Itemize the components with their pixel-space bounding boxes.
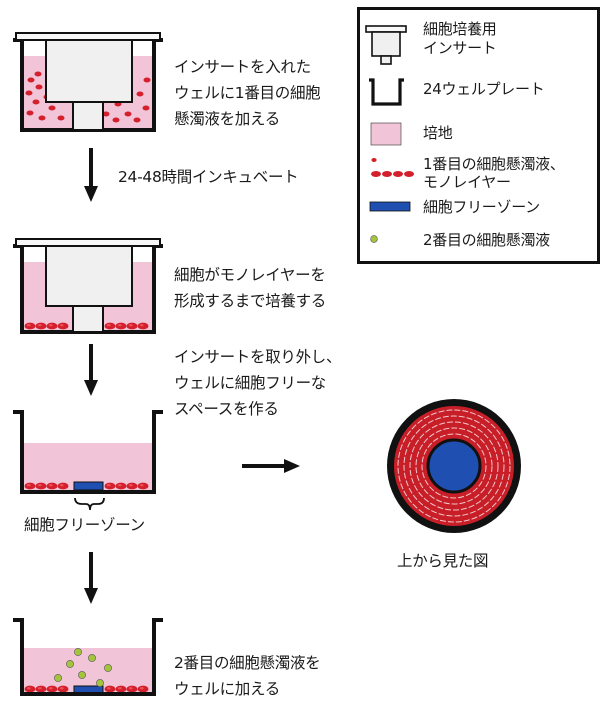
free-zone-label: 細胞フリーゾーン xyxy=(24,516,145,534)
legend-box xyxy=(357,7,600,264)
legend-free-zone-icon xyxy=(369,201,411,212)
legend-plate-label: 24ウェルプレート xyxy=(423,80,545,98)
legend-cells1-line1: 1番目の細胞懸濁液、 xyxy=(423,155,565,173)
legend-insert-icon xyxy=(365,25,407,65)
legend-cells2-icon xyxy=(370,235,378,243)
insert-body xyxy=(45,245,133,307)
incubate-label: 24-48時間インキュベート xyxy=(118,168,299,186)
step1-line2: ウェルに1番目の細胞 xyxy=(174,84,321,102)
arrow-down-3 xyxy=(84,552,98,604)
step4-line2: ウェルに加える xyxy=(174,680,280,698)
top-view-label: 上から見た図 xyxy=(397,552,489,570)
cell-free-zone xyxy=(73,481,104,491)
legend-insert-line1: 細胞培養用 xyxy=(423,20,497,38)
arrow-right xyxy=(242,459,300,473)
legend-free-zone-label: 細胞フリーゾーン xyxy=(423,198,540,216)
legend-insert-line2: インサート xyxy=(423,39,497,57)
well-wall xyxy=(13,618,163,696)
step4-line1: 2番目の細胞懸濁液を xyxy=(174,654,321,672)
top-view-cell-rings xyxy=(397,409,511,523)
insert-body xyxy=(45,39,133,103)
step3-line1: インサートを取り外し、 xyxy=(174,348,342,366)
free-zone-bracket xyxy=(74,497,105,511)
step2-line1: 細胞がモノレイヤーを xyxy=(174,266,326,284)
legend-icons xyxy=(365,25,414,243)
legend-cells1-icon xyxy=(371,158,414,177)
step1-line1: インサートを入れた xyxy=(174,58,311,76)
top-view-well xyxy=(387,399,521,533)
legend-cells2-label: 2番目の細胞懸濁液 xyxy=(423,231,550,249)
well-step4 xyxy=(13,618,163,696)
insert-rim xyxy=(15,32,161,41)
legend-plate-icon xyxy=(369,78,404,106)
arrow-down-1 xyxy=(84,148,98,202)
insert-foot xyxy=(72,305,104,333)
legend-medium-icon xyxy=(370,122,402,146)
insert-foot xyxy=(72,101,104,131)
well-with-insert-step2 xyxy=(13,238,163,334)
arrow-down-2 xyxy=(84,344,98,396)
cell-free-zone xyxy=(73,685,104,694)
legend-cells1-line2: モノレイヤー xyxy=(423,173,511,191)
well-wall xyxy=(13,410,163,494)
legend-medium-label: 培地 xyxy=(423,124,453,142)
step2-line2: 形成するまで培養する xyxy=(174,292,327,310)
step1-line3: 懸濁液を加える xyxy=(174,110,280,128)
well-step3 xyxy=(13,410,163,511)
top-view-free-zone xyxy=(426,438,482,494)
second-cells xyxy=(54,648,112,687)
step3-line2: ウェルに細胞フリーな xyxy=(174,374,327,392)
well-with-insert-step1 xyxy=(13,32,163,132)
insert-rim xyxy=(15,238,161,247)
step3-line3: スペースを作る xyxy=(174,400,279,418)
